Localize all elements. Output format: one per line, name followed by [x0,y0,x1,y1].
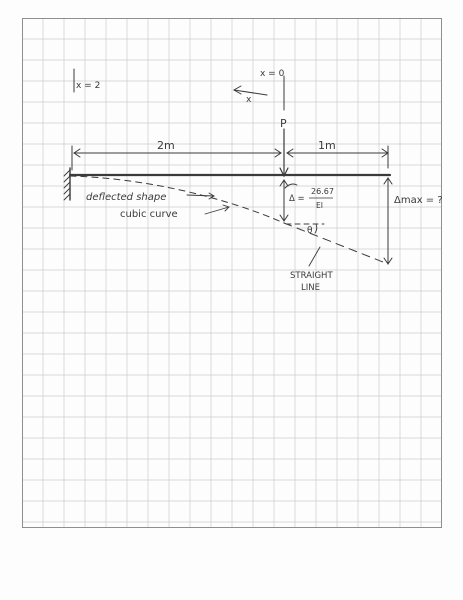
cubic-curve-pointer [204,206,230,215]
annotations: x = 2 x = 0 x P 2m 1m deflected shape cu… [76,69,442,293]
beam-drawing [63,68,393,267]
delta-symbol-label: Δ = [289,194,305,204]
delta-max-arrowhead-top [383,177,393,185]
span-right-arrow-l [286,148,294,158]
deflected-straight-line [283,222,389,265]
sheet-border [22,18,442,528]
x-direction-arrow [233,89,268,96]
theta-arc [314,223,318,234]
span-left-arrow-l [73,148,81,158]
delta-denominator: EI [316,201,323,210]
delta-max-label: Δmax = ? [394,195,442,206]
theta-label: θ [307,226,313,236]
delta-numerator: 26.67 [311,187,334,196]
cubic-curve-pointer-head [222,204,230,212]
delta-max-arrowhead-bottom [383,257,393,265]
span-left-arrow-r [274,148,282,158]
deflected-shape-pointer-head [208,192,215,200]
straight-line-pointer [308,246,321,267]
deflected-shape-pointer [186,194,215,197]
wall-hatching [63,169,71,201]
deflected-cubic-curve [69,175,285,224]
delta-arrowhead-top [279,179,289,187]
x-zero-label: x = 0 [260,69,285,79]
cubic-curve-label: cubic curve [120,209,178,220]
span-left-label: 2m [157,139,175,152]
x-direction-arrowhead [232,85,242,95]
x-two-label: x = 2 [76,81,100,91]
x-direction-label: x [246,95,252,105]
delta-leader [284,183,298,189]
deflected-shape-label: deflected shape [86,192,166,203]
grid-lines [22,18,442,528]
delta-arrowhead-bottom [279,214,289,222]
span-right-label: 1m [318,139,336,152]
graph-paper-sheet: x = 2 x = 0 x P 2m 1m deflected shape cu… [22,18,442,528]
load-label: P [280,117,287,130]
line-label: LINE [301,283,320,293]
straight-label: STRAIGHT [290,271,333,281]
